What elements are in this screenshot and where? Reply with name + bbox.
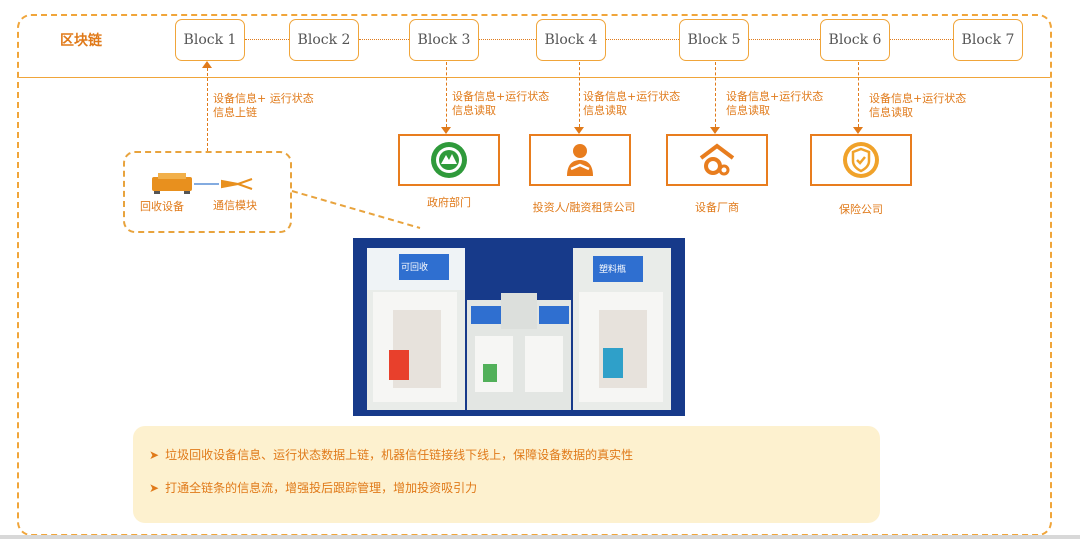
comm-module-label: 通信模块 [213, 199, 257, 212]
device-photo-link [291, 190, 421, 229]
comm-module-icon [194, 178, 253, 190]
read-connector [715, 62, 716, 127]
arrow-down-icon [441, 127, 451, 134]
recycling-station-photo: 可回收 塑料瓶 [353, 238, 685, 416]
investor-node [529, 134, 631, 186]
insurer-label: 保险公司 [839, 203, 883, 216]
chain-link [606, 39, 679, 40]
block-6: Block 6 [820, 19, 890, 61]
blockchain-title: 区块链 [60, 33, 102, 49]
recycler-label: 回收设备 [140, 200, 184, 213]
chain-link [479, 39, 536, 40]
manufacturer-node [666, 134, 768, 186]
read-connector [858, 62, 859, 127]
gov-label: 政府部门 [427, 196, 471, 209]
factory-gear-icon [699, 143, 735, 176]
insurer-node [810, 134, 912, 186]
arrow-bullet-icon: ➤ [149, 481, 160, 495]
chain-link [359, 39, 409, 40]
shield-icon [843, 142, 879, 178]
read-note: 设备信息+运行状态信息读取 [583, 90, 681, 117]
right-screen-text: 塑料瓶 [599, 265, 627, 275]
block-3: Block 3 [409, 19, 479, 61]
chain-link [749, 39, 820, 40]
read-connector [446, 62, 447, 127]
left-screen-text: 可回收 [401, 263, 429, 273]
read-note: 设备信息+运行状态信息读取 [726, 90, 824, 117]
investor-label: 投资人/融资租赁公司 [532, 201, 636, 214]
arrow-bullet-icon: ➤ [149, 448, 160, 462]
chain-link [890, 39, 953, 40]
arrow-down-icon [574, 127, 584, 134]
block-2: Block 2 [289, 19, 359, 61]
gov-node [398, 134, 500, 186]
summary-panel: ➤垃圾回收设备信息、运行状态数据上链，机器信任链接线下线上，保障设备数据的真实性… [133, 426, 880, 523]
read-connector [579, 62, 580, 127]
block-1: Block 1 [175, 19, 245, 61]
bottom-edge [0, 535, 1080, 539]
arrow-down-icon [853, 127, 863, 134]
bullet-item: ➤垃圾回收设备信息、运行状态数据上链，机器信任链接线下线上，保障设备数据的真实性 [149, 448, 634, 462]
chain-divider [19, 77, 1050, 78]
block-4: Block 4 [536, 19, 606, 61]
chain-link [245, 39, 289, 40]
block-5: Block 5 [679, 19, 749, 61]
block-7: Block 7 [953, 19, 1023, 61]
device-group [123, 151, 292, 233]
investor-icon [567, 144, 593, 176]
manufacturer-label: 设备厂商 [695, 201, 739, 214]
read-note: 设备信息+运行状态信息读取 [869, 92, 967, 119]
upload-note: 设备信息+ 运行状态信息上链 [213, 92, 314, 119]
gov-seal-icon [431, 142, 467, 178]
upload-connector [207, 68, 208, 151]
recycler-icon [152, 173, 192, 194]
arrow-down-icon [710, 127, 720, 134]
read-note: 设备信息+运行状态信息读取 [452, 90, 550, 117]
arrow-up-icon [202, 61, 212, 68]
bullet-item: ➤打通全链条的信息流，增强投后跟踪管理，增加投资吸引力 [149, 481, 478, 495]
